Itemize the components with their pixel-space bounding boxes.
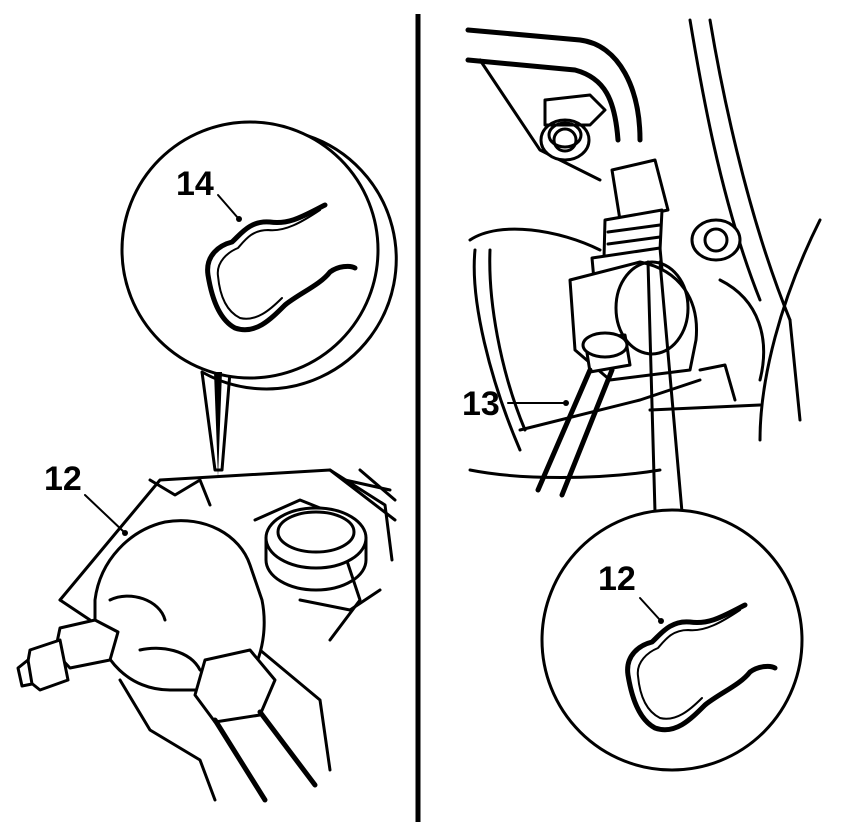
right-sensor-assembly [535,158,698,498]
left-clip-wire [205,202,358,333]
right-magnifier-callout: 12 [540,260,804,772]
right-hose-label: 13 [462,385,500,423]
left-clip-label: 14 [176,165,214,203]
right-engine-background [465,18,822,479]
left-cap [264,506,368,592]
right-panel: 12 13 [462,18,822,772]
left-connector-callout: 12 [44,460,128,536]
left-connector-body [93,519,318,803]
left-panel: 14 12 [16,120,398,803]
left-magnifier-callout: 14 [120,120,398,478]
right-clip-wire [625,602,778,733]
right-clip-label: 12 [598,560,636,598]
left-pipe-fitting [16,618,120,692]
right-bolts [539,93,742,262]
right-hose-callout: 13 [462,385,569,423]
left-connector-label: 12 [44,460,82,498]
